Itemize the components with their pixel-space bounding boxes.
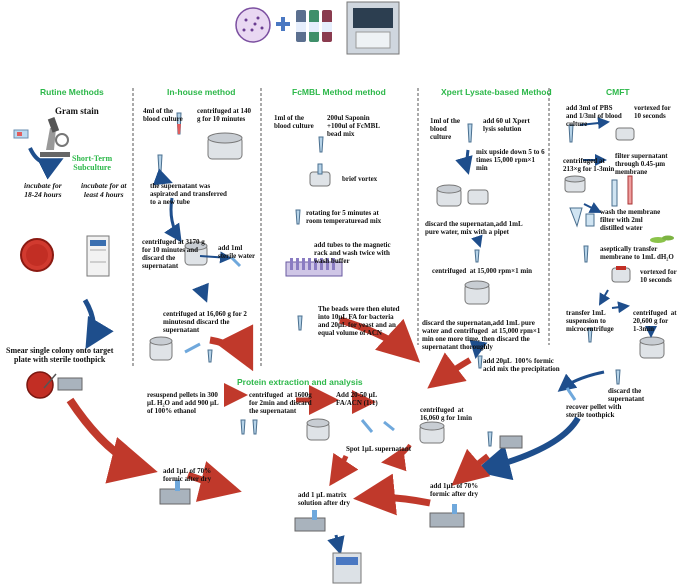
tube-icon bbox=[176, 112, 182, 135]
microscope-icon bbox=[40, 117, 70, 157]
cmft-transfer: transfer 1mL suspension to microcentrifu… bbox=[566, 309, 614, 333]
tube-icon-9 bbox=[568, 124, 574, 143]
target-plate-icon-3 bbox=[487, 431, 523, 449]
pipette-icon bbox=[230, 256, 242, 268]
blood-culture-bottles-icon bbox=[296, 10, 332, 42]
vortex-icon bbox=[309, 163, 331, 187]
xpert-add-formic: add 20μL 100% formic acid mix the precip… bbox=[483, 357, 560, 373]
tube-icon-8 bbox=[477, 355, 483, 369]
inhouse-centrifuge16060: centrifuged at 16,060 g for 2 minutesnd … bbox=[163, 310, 247, 334]
cmft-wash-membrane: wash the membrane filter with 2ml distil… bbox=[600, 208, 661, 232]
cmft-filter: filter supernatant through 0.45-μm membr… bbox=[615, 152, 668, 176]
inhouse-centrifuge3170: centrifuged at 3170 g for 10 minutes and… bbox=[142, 238, 205, 270]
fcmbl-eluted: The beads were then eluted into 10μL FA … bbox=[318, 305, 400, 337]
tube-icon-4 bbox=[295, 209, 301, 225]
inhouse-add-water: add 1ml sterile water bbox=[218, 244, 256, 260]
fcmbl-saponin: 200ul Saponin +100ul of FcMBL bead mix bbox=[327, 114, 380, 138]
xpert-discard2: discard the supernatan,add 1mL pure wate… bbox=[422, 319, 541, 351]
centrifuge-icon-7 bbox=[639, 336, 665, 359]
pipette-icon-4 bbox=[360, 419, 395, 433]
inhouse-step1: 4ml of the blood culture bbox=[143, 107, 183, 123]
tube-icon-3 bbox=[318, 136, 324, 153]
protein-add-formic: add 1μL of 70% formic after dry bbox=[430, 482, 479, 498]
target-plate-icon bbox=[57, 377, 83, 391]
centrifuge-icon-3 bbox=[149, 336, 173, 361]
header-fcmbl: FcMBL Method method bbox=[292, 87, 386, 97]
xpert-centrifuge: centrifuged at 15,000 rpm×1 min bbox=[432, 267, 533, 275]
protein-centrifuge1600: centrifuged at 1600g for 2min and discar… bbox=[249, 391, 312, 415]
target-plate-icon-2 bbox=[159, 480, 191, 505]
fcmbl-step1: 1ml of the blood culture bbox=[274, 114, 314, 130]
tube-icon-12 bbox=[615, 369, 621, 385]
routine-gram-stain: Gram stain bbox=[55, 106, 99, 116]
tube-icon-13 bbox=[240, 419, 258, 435]
header-inhouse: In-house method bbox=[167, 87, 236, 97]
xpert-step1: 1ml of the blood culture bbox=[430, 117, 460, 141]
syringe-filter-icon bbox=[611, 175, 633, 207]
header-protein: Protein extraction and analysis bbox=[237, 377, 363, 387]
routine-incubate-18: incubate for 18-24 hours bbox=[24, 181, 62, 199]
vortex-icon-2 bbox=[615, 127, 635, 141]
tube-icon-6 bbox=[467, 123, 473, 143]
centrifuge-icon-4 bbox=[436, 184, 489, 207]
routine-add-formic: add 1μL of 70% formic after dry bbox=[163, 467, 212, 483]
inhouse-supernatant-aspirated: the supernatant was aspirated and transf… bbox=[150, 182, 227, 206]
cmft-discard: discard the supernatant bbox=[608, 387, 645, 403]
tube-icon-7 bbox=[474, 249, 480, 263]
tube-icon-5 bbox=[297, 315, 303, 331]
cmft-recover: recover pellet with sterile toothpick bbox=[566, 403, 622, 419]
protein-centrifuge16060: centrifuged at 16,060 g for 1min bbox=[420, 406, 472, 422]
plus-icon bbox=[276, 17, 290, 31]
xpert-mix: mix upside down 5 to 6 times 15,000 rpm×… bbox=[476, 148, 545, 172]
target-plate-icon-4 bbox=[294, 510, 326, 532]
header-cmft: CMFT bbox=[606, 87, 630, 97]
pipette-icon-3 bbox=[565, 387, 577, 401]
agar-plate-icon bbox=[20, 238, 54, 272]
tube-icon-11 bbox=[587, 327, 593, 343]
slide-icon bbox=[13, 129, 29, 139]
tube-icon-10 bbox=[583, 245, 589, 263]
centrifuge-icon-5 bbox=[464, 280, 490, 305]
fcmbl-magnetic: add tubes to the magnetic rack and wash … bbox=[314, 241, 391, 265]
tube-icon-2 bbox=[157, 154, 163, 173]
cmft-add-pbs: add 3ml of PBS and 1/3ml of blood cultur… bbox=[566, 104, 622, 128]
protein-add-fa-acn: Add 20-50 μL FA/ACN (1:1) bbox=[336, 391, 378, 407]
plate-with-colonies-icon bbox=[26, 371, 57, 399]
protein-matrix: add 1 μL matrix solution after dry bbox=[298, 491, 350, 507]
maldi-instrument-icon bbox=[346, 1, 400, 55]
header-xpert: Xpert Lysate-based Method bbox=[441, 87, 552, 97]
fcmbl-rotating: rotating for 5 minutes at room temperatu… bbox=[306, 209, 382, 225]
cmft-vortex10b: vortexed for 10 seconds bbox=[640, 268, 677, 284]
cmft-aseptic: aseptically transfer membrane to 1mL dH₂… bbox=[600, 245, 674, 261]
centrifuge-icon-2 bbox=[184, 241, 208, 266]
centrifuge-icon-8 bbox=[306, 418, 330, 441]
incubator-icon bbox=[86, 235, 110, 277]
fcmbl-vortex: brief vortex bbox=[342, 175, 378, 183]
centrifuge-icon bbox=[207, 132, 243, 160]
protein-resuspend: resuspend pellets in 300 μL H₂O and add … bbox=[147, 391, 219, 415]
inhouse-centrifuge140: centrifuged at 140 g for 10 minutes bbox=[197, 107, 252, 123]
routine-short-term: Short-Term Subculture bbox=[72, 154, 113, 172]
vortex-icon-3 bbox=[611, 266, 631, 283]
mass-spectrometer-icon bbox=[332, 552, 362, 584]
xpert-discard1: discard the supernatan,add 1mL pure wate… bbox=[425, 220, 523, 236]
xpert-add-lysis: add 60 ul Xpert lysis solution bbox=[483, 117, 530, 133]
protein-spot: Spot 1μL supernatant bbox=[346, 445, 412, 453]
centrifuge-icon-6 bbox=[564, 175, 586, 193]
cmft-vortex10: vortexed for 10 seconds bbox=[634, 104, 671, 120]
petri-dish-icon bbox=[235, 7, 271, 43]
routine-smear: Smear single colony onto target plate wi… bbox=[6, 346, 114, 364]
target-plate-icon-5 bbox=[429, 504, 465, 528]
filter-funnel-icon bbox=[569, 207, 595, 228]
magnetic-rack-icon bbox=[285, 258, 343, 277]
membrane-icon bbox=[650, 235, 674, 243]
cmft-centrifuge20600: centrifuged at 20,600 g for 1-3min bbox=[633, 309, 677, 333]
header-routine: Rutine Methods bbox=[40, 87, 104, 97]
cmft-centrifuge213: centrifuged at 213×g for 1-3min bbox=[563, 157, 615, 173]
pipette-icon-2 bbox=[184, 342, 213, 363]
routine-incubate-4: incubate for at least 4 hours bbox=[81, 181, 127, 199]
centrifuge-icon-9 bbox=[419, 421, 445, 444]
